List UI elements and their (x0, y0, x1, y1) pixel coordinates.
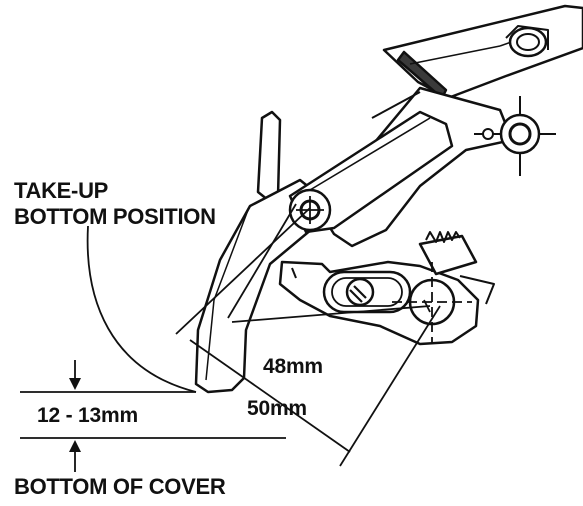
small-block (418, 231, 478, 276)
dimension-48mm-label: 48mm (263, 355, 323, 378)
bottom-of-cover-label: BOTTOM OF COVER (14, 474, 226, 499)
link-arm (288, 110, 454, 234)
lever-pivot (288, 188, 332, 232)
dimension-12-13mm-label: 12 - 13mm (37, 404, 138, 427)
adjusting-screw (322, 270, 412, 314)
take-up-lever (194, 110, 322, 394)
dimension-12-13mm (20, 360, 286, 472)
upper-pivot-bolt (474, 96, 556, 176)
take-up-label-line2: BOTTOM POSITION (14, 204, 216, 229)
lower-pivot-bolt (392, 262, 472, 344)
upper-arm (382, 4, 583, 100)
dimension-50mm (175, 207, 441, 467)
take-up-leader (86, 225, 197, 393)
dimension-50mm-label: 50mm (247, 397, 307, 420)
take-up-label-line1: TAKE-UP (14, 178, 109, 203)
dimension-48mm (227, 203, 431, 323)
